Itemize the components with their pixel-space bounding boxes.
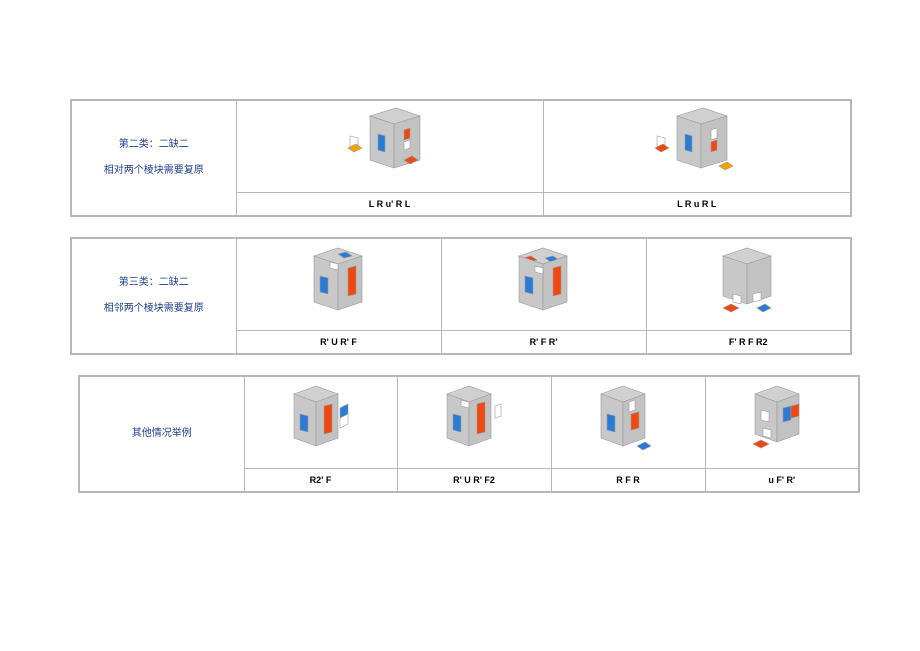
- section3-label-cell: 第三类：二缺二 相邻两个棱块需要复原: [70, 237, 237, 355]
- section4-diagram-1: [243, 375, 398, 469]
- section3-diagram-1: [235, 237, 442, 331]
- section4-diagram-2: [396, 375, 552, 469]
- section4-formula-4: u F' R': [704, 467, 860, 493]
- section3-subtitle: 相邻两个棱块需要复原: [103, 303, 204, 314]
- section2-subtitle: 相对两个棱块需要复原: [103, 165, 204, 176]
- cube-other-case-icon: [446, 386, 502, 447]
- section4-table: 其他情况举例: [78, 375, 860, 493]
- section3-title: 第三类：二缺二: [118, 277, 189, 288]
- section3-formula-2: R' F R': [440, 329, 647, 355]
- section2-diagram-2: [542, 99, 852, 193]
- section2-table: 第二类：二缺二 相对两个棱块需要复原: [70, 99, 852, 217]
- section2-formula-1: L R u' R L: [235, 191, 544, 217]
- cube-two-missing-edges-adjacent-icon: [722, 248, 773, 313]
- section4-formula-1: R2' F: [243, 467, 398, 493]
- section4-diagram-3: [550, 375, 706, 469]
- section4-formula-3: R F R: [550, 467, 706, 493]
- section4-title: 其他情况举例: [131, 428, 192, 439]
- cube-other-case-icon: [292, 386, 348, 447]
- section2-title: 第二类：二缺二: [118, 139, 189, 150]
- section4-formula-2: R' U R' F2: [396, 467, 552, 493]
- section3-diagram-3: [645, 237, 852, 331]
- section2-diagram-1: [235, 99, 544, 193]
- section3-formula-1: R' U R' F: [235, 329, 442, 355]
- cube-two-missing-edges-adjacent-icon: [517, 248, 568, 311]
- section2-formula-2: L R u R L: [542, 191, 852, 217]
- section4-label-cell: 其他情况举例: [78, 375, 245, 493]
- section3-formula-3: F' R F R2: [645, 329, 852, 355]
- cube-other-case-icon: [752, 386, 800, 449]
- section3-table: 第三类：二缺二 相邻两个棱块需要复原: [70, 237, 852, 355]
- cube-two-missing-edges-adjacent-icon: [312, 248, 363, 311]
- section4-diagram-4: [704, 375, 860, 469]
- section3-diagram-2: [440, 237, 647, 331]
- cube-other-case-icon: [600, 386, 652, 451]
- section2-label-cell: 第二类：二缺二 相对两个棱块需要复原: [70, 99, 237, 217]
- cube-two-missing-edges-opposite-icon: [654, 108, 734, 171]
- cube-two-missing-edges-opposite-icon: [346, 108, 421, 169]
